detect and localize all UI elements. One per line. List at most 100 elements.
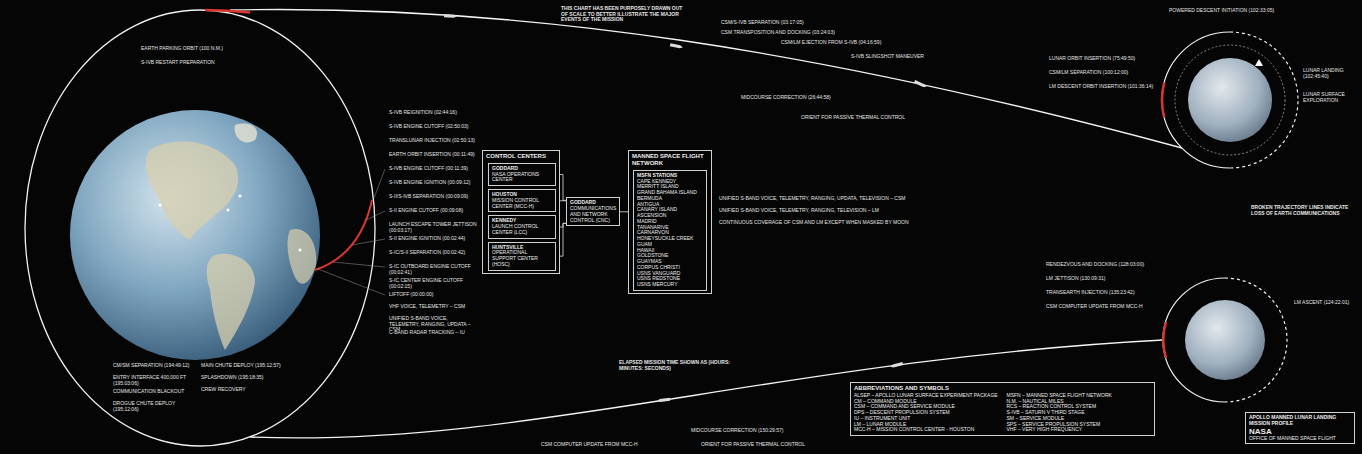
event-label: S-II/S-IVB SEPARATION (00:09:09) [388,194,480,200]
spacecraft-icon [657,398,670,403]
event-label: S-IC CENTER ENGINE CUTOFF (00:02:15) [388,278,480,289]
event-label: S-IVB SLINGSHOT MANEUVER [850,54,925,60]
control-center-box: KENNEDYLAUNCH CONTROL CENTER (LCC) [488,215,556,238]
lunar-orbit-hidden [1225,278,1287,402]
event-label: S-II ENGINE IGNITION (00:02:44) [388,236,480,242]
event-label: LUNAR ORBIT INSERTION (75:49:50) [1048,56,1158,62]
spacecraft-icon [914,80,927,88]
continent [287,229,316,284]
node-heading: ABBREVIATIONS AND SYMBOLS [854,385,1151,392]
station-dot [227,209,230,212]
event-label: ORIENT FOR PASSIVE THERMAL CONTROL [700,442,806,448]
event-label: SPLASHDOWN (195:18:35) [200,375,290,381]
event-label: S-IVB ENGINE IGNITION (00:09:12) [388,180,480,186]
event-label: S-IVB ENGINE CUTOFF (02:50:03) [388,124,480,130]
station-list-box: MSFN STATIONSCAPE KENNEDYMERRITT ISLANDG… [633,170,707,291]
node-text: OPERATIONAL SUPPORT CENTER (HOSC) [492,250,552,267]
event-label: LAUNCH ESCAPE TOWER JETTISON (00:03:17) [388,222,480,233]
link-label: CONTINUOUS COVERAGE OF CSM AND LM EXCEPT… [718,220,910,226]
earth-parking-orbit [25,10,375,446]
station-dot [299,249,302,252]
spacecraft-icon [890,362,903,368]
node-heading: MANNED SPACE FLIGHT NETWORK [632,153,708,167]
station-dot [239,195,242,198]
chart-note: ELAPSED MISSION TIME SHOWN AS (HOURS: MI… [618,360,732,371]
chart-note: BROKEN TRAJECTORY LINES INDICATE LOSS OF… [1250,205,1352,216]
leader-line [366,211,385,220]
event-label: CSM/LM EJECTION FROM S-IVB (04:16:59) [780,40,882,46]
link-label: VHF VOICE, TELEMETRY – CSM [388,304,480,310]
event-label: COMMUNICATION BLACKOUT [112,389,200,395]
event-label: S-IVB ENGINE CUTOFF (00:11:39) [388,166,480,172]
node-text: OFFICE OF MANNED SPACE FLIGHT [1249,436,1351,442]
continent [207,254,255,350]
lunar-orbit [1162,32,1230,168]
event-label: RENDEZVOUS AND DOCKING (128:03:00) [1045,262,1157,268]
event-label: LUNAR LANDING (102:45:40) [1302,68,1358,79]
network-connector [620,211,628,212]
node-text: USNS MERCURY [637,282,703,288]
event-label: S-II ENGINE CUTOFF (00:09:08) [388,208,480,214]
event-label: EARTH ORBIT INSERTION (00:11:49) [388,152,480,158]
node-heading: CONTROL CENTERS [486,153,556,160]
control-center-box: HOUSTONMISSION CONTROL CENTER (MCC-H) [488,189,556,212]
leader-line [352,239,385,245]
spacecraft-icon [444,14,457,18]
transearth-trajectory [250,340,1163,438]
node-heading: NASA [1249,427,1351,436]
lunar-orbit-hidden [1230,32,1298,168]
leader-lines [318,169,385,295]
event-label: LUNAR SURFACE EXPLORATION [1302,92,1358,103]
event-label: CREW RECOVERY [200,387,290,393]
event-label: TRANSLUNAR INJECTION (02:50:13) [388,138,480,144]
spacecraft-icons [444,14,927,402]
event-label: CSM TRANSPOSITION AND DOCKING (03:24:03) [720,30,836,36]
event-label: MIDCOURSE CORRECTION (26:44:58) [740,95,832,101]
event-label: ORIENT FOR PASSIVE THERMAL CONTROL [800,115,906,121]
continent [146,142,238,240]
event-label: ENTRY INTERFACE 400,000 FT (195:03:06) [112,375,200,386]
lunar-orbit [1163,278,1225,402]
event-label: MAIN CHUTE DEPLOY (195:12:57) [200,363,290,369]
descent-orbit [1175,45,1285,155]
event-label: CSM/LM SEPARATION (100:12:00) [1048,70,1158,76]
abbreviations-box: ABBREVIATIONS AND SYMBOLSALSEP – APOLLO … [850,382,1155,436]
event-label: S-IVB RESTART PREPARATION [140,60,216,66]
control-centers-box: CONTROL CENTERS GODDARDNASA OPERATIONS CE… [482,150,560,274]
event-label: CSM/S-IVB SEPARATION (03:17:05) [720,20,805,26]
link-label: UNIFIED S-BAND VOICE, TELEMETRY, RANGING… [718,208,880,214]
moon-globe [1185,300,1265,380]
event-label: LM DESCENT ORBIT INSERTION (101:36:14) [1048,84,1158,90]
translunar-trajectory [230,9,1182,148]
event-label: LM ASCENT (124:22:01) [1293,300,1357,306]
lunar-module-icon [1255,59,1263,66]
event-label: CSM COMPUTER UPDATE FROM MCC-H [540,442,639,448]
event-label: EARTH PARKING ORBIT (100 N.M.) [140,46,224,52]
event-label: S-IC/S-II SEPARATION (00:02:42) [388,250,480,256]
event-label: MIDCOURSE CORRECTION (150:29:57) [690,428,785,434]
chart-note: THIS CHART HAS BEEN PURPOSELY DRAWN OUT … [560,6,690,23]
event-label: TRANSEARTH INJECTION (135:23:42) [1045,290,1157,296]
event-label: DROGUE CHUTE DEPLOY (195:12:06) [112,401,200,412]
launch-ascent-path [315,200,372,270]
node-heading: APOLLO MANNED LUNAR LANDING MISSION PROF… [1249,415,1351,427]
event-label: CSM COMPUTER UPDATE FROM MCC-H [1045,304,1157,310]
leader-line [318,269,385,295]
node-text: VHF – VERY HIGH FREQUENCY [1007,427,1152,433]
control-center-box: HUNTSVILLEOPERATIONAL SUPPORT CENTER (HO… [488,242,556,271]
event-label: S-IVB REIGNITION (02:44:16) [388,110,480,116]
event-label: LIFTOFF (00:00:00) [388,292,480,298]
burn-segment [1162,82,1164,117]
control-center-box: GODDARDNASA OPERATIONS CENTER [488,163,556,186]
node-text: COMMUNICATIONS AND NETWORK CONTROL (CNC) [570,206,616,223]
leader-line [374,169,385,198]
station-dot [159,204,162,207]
link-label: C-BAND RADAR TRACKING – IU [388,330,480,336]
burn-segment [205,10,250,13]
network-box: MANNED SPACE FLIGHT NETWORK MSFN STATIONS… [628,150,712,294]
title-block: APOLLO MANNED LUNAR LANDING MISSION PROF… [1245,412,1355,444]
continent [235,123,257,142]
connectors [556,175,628,257]
leader-line [333,262,385,267]
